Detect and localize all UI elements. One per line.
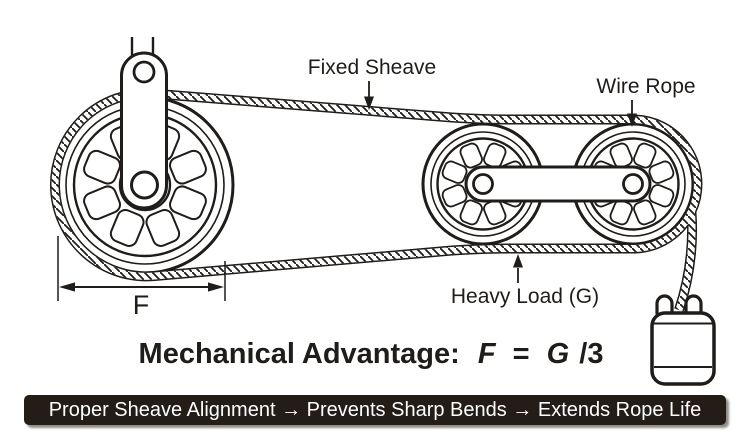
formula-load-symbol: G [547,338,570,370]
heavy-load-label: Heavy Load (G) [451,285,599,308]
dimension-f: F [57,236,226,320]
load-weight [650,294,716,386]
up-arrow-icon [513,254,523,268]
mechanical-advantage-title: Mechanical Advantage: F = G /3 [139,338,604,370]
formula-divisor: /3 [579,338,603,370]
sheave-clevis-bracket [120,37,168,210]
clevis-pin-hole [132,60,156,84]
formula-prefix: Mechanical Advantage: [139,338,460,370]
heavy-load-callout: Heavy Load (G) [451,254,599,308]
link-bar-left-hole [472,173,494,195]
link-bar-right-hole [622,173,644,195]
fixed-sheave-callout: Fixed Sheave [308,56,436,110]
right-arrowhead-icon [208,282,224,292]
formula-force-symbol: F [478,338,497,370]
left-arrowhead-icon [59,282,75,292]
fixed-sheave-link-bar [464,165,652,203]
wire-rope-callout: Wire Rope [596,75,696,127]
dimension-extension-lines [57,236,226,301]
fixed-sheave-label: Fixed Sheave [308,56,436,79]
alignment-tip-banner: Proper Sheave Alignment → Prevents Sharp… [24,395,726,425]
down-arrow-icon [627,113,637,127]
dimension-f-label: F [133,290,150,320]
down-arrow-icon [364,96,374,110]
wire-rope-label: Wire Rope [596,75,695,98]
sheave-axle-hole [130,170,159,200]
formula-equals: = [513,338,530,370]
